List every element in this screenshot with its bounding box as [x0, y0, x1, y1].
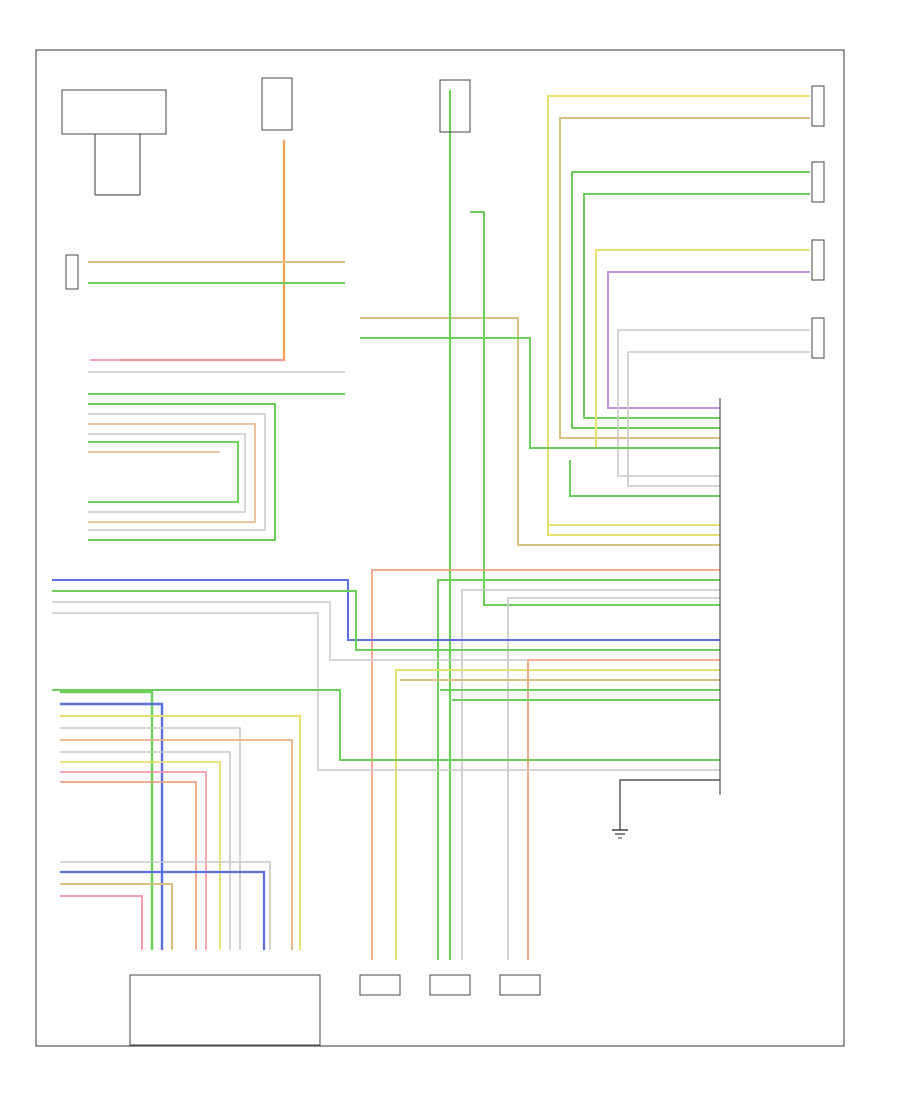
wire: [571, 171, 810, 429]
wire: [88, 441, 239, 503]
wire: [559, 117, 810, 439]
wire: [461, 589, 720, 960]
wire: [360, 317, 720, 546]
wire: [120, 140, 286, 362]
speaker-lf-connector: [359, 974, 401, 996]
wire: [60, 861, 271, 950]
wire: [60, 690, 154, 950]
wire: [52, 601, 528, 661]
wire: [617, 329, 810, 477]
wire: [52, 689, 720, 761]
wire: [627, 351, 810, 487]
speaker-center-connector: [499, 974, 541, 996]
fuse-box: [261, 77, 293, 131]
relay-box: [61, 89, 167, 135]
wire: [527, 659, 720, 960]
wire: [547, 95, 810, 536]
diagram-frame: [35, 49, 845, 1047]
wire: [60, 727, 241, 950]
speaker-left-rear: [811, 161, 825, 203]
wire: [52, 579, 720, 641]
wire: [88, 403, 276, 541]
wire: [360, 337, 720, 449]
wire: [60, 771, 207, 950]
wire: [583, 193, 810, 419]
speaker-rf-connector: [429, 974, 471, 996]
wire: [60, 702, 164, 950]
wire: [395, 669, 720, 960]
wire: [619, 779, 720, 830]
wire: [88, 433, 246, 513]
wires: [52, 90, 810, 960]
wire: [60, 739, 293, 950]
wire: [470, 211, 720, 606]
wire: [88, 423, 256, 523]
wire: [60, 883, 173, 950]
bottom-module: [129, 974, 321, 1046]
wire: [52, 590, 720, 651]
speaker-left-front: [811, 317, 825, 359]
wire: [52, 612, 720, 771]
wire: [60, 895, 143, 950]
wire: [437, 579, 720, 960]
speaker-left: [65, 254, 79, 290]
wire: [88, 413, 266, 531]
wire: [371, 569, 720, 960]
speaker-right-front: [811, 239, 825, 281]
wire: [60, 751, 231, 950]
speaker-right-rear: [811, 85, 825, 127]
wire: [60, 761, 221, 950]
wire: [60, 715, 301, 950]
wire: [507, 597, 720, 960]
wire: [607, 271, 810, 409]
wire: [60, 870, 266, 950]
wire: [60, 781, 197, 950]
components: [61, 77, 825, 1046]
wire: [569, 460, 720, 497]
fuse-box-2: [439, 79, 471, 133]
